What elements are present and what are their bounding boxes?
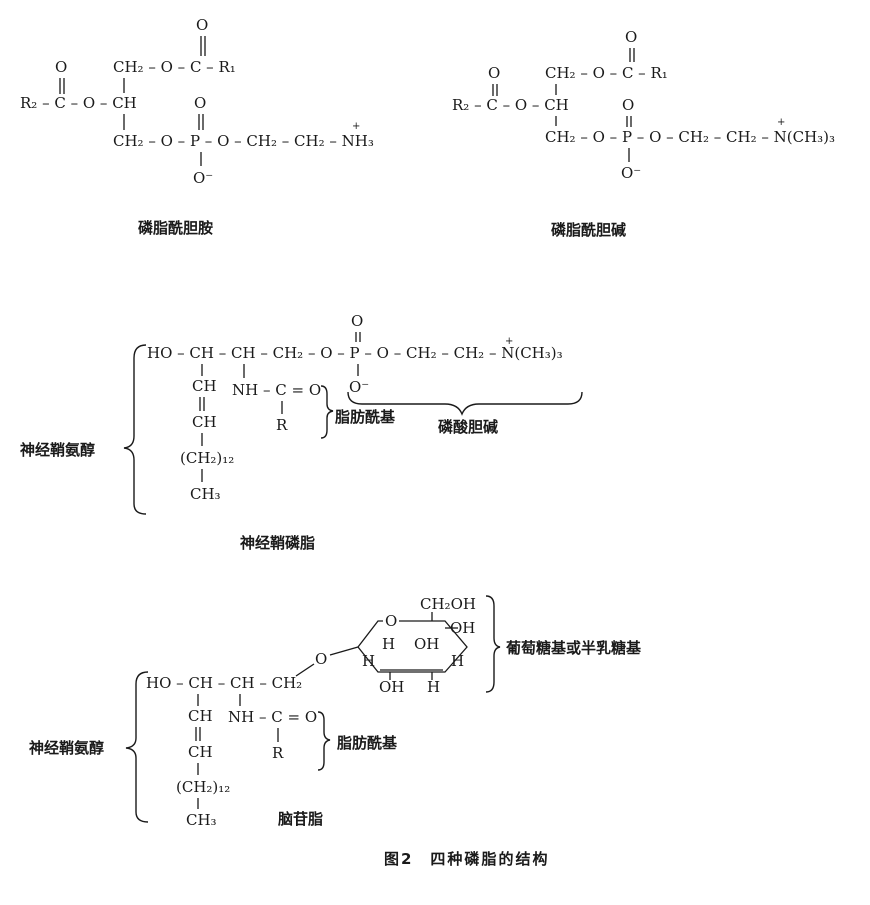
- ce-ch-2: CH: [188, 743, 213, 761]
- sm-phosphocholine-label: 磷酸胆碱: [438, 418, 498, 436]
- sm-ch-1: CH: [192, 377, 217, 395]
- pc-o-minus: O⁻: [621, 164, 641, 182]
- ce-sphingosine-label: 神经鞘氨醇: [29, 739, 104, 757]
- ce-ring-o: O: [385, 612, 397, 630]
- pe-ch2-o-row: CH₂ – O – C – R₁: [113, 58, 236, 76]
- figure-caption: 图2 四种磷脂的结构: [384, 850, 549, 868]
- ce-ch2-chain: (CH₂)₁₂: [176, 778, 230, 796]
- sm-phosphocholine-brace: [347, 391, 583, 416]
- pc-phosphate-row: CH₂ – O – P – O – CH₂ – CH₂ – N(CH₃)₃: [545, 128, 835, 146]
- ce-ring-o-gap: [383, 614, 399, 628]
- sm-r-group: R: [276, 416, 288, 434]
- pc-phosphate-o: O: [622, 96, 634, 114]
- ce-fatty-brace: [317, 711, 331, 771]
- pe-r2-row: R₂ – C – O – CH: [20, 94, 137, 112]
- ce-h-4: H: [427, 678, 440, 696]
- ce-fatty-acyl-label: 脂肪酰基: [337, 734, 398, 752]
- sm-sphingosine-label: 神经鞘氨醇: [20, 441, 95, 459]
- sm-ch2-chain: (CH₂)₁₂: [180, 449, 234, 467]
- pe-plus-charge: +: [352, 121, 360, 132]
- ce-h-3: H: [451, 652, 464, 670]
- ce-sugar-brace: [485, 595, 501, 693]
- pc-carbonyl-o-left: O: [488, 64, 500, 82]
- sm-o-top: O: [351, 312, 363, 330]
- pe-o-minus: O⁻: [193, 169, 213, 187]
- ce-h-1: H: [382, 635, 395, 653]
- ce-structure: O CH₂OH OH H OH H H OH H O HO – CH – CH …: [29, 595, 642, 829]
- sm-plus-charge: +: [505, 336, 513, 347]
- ce-glyco-bond-1: [329, 646, 359, 656]
- sm-name: 神经鞘磷脂: [240, 534, 315, 552]
- ce-name: 脑苷脂: [278, 810, 323, 828]
- pe-carbonyl-o-left: O: [55, 58, 67, 76]
- pc-name: 磷脂酰胆碱: [551, 221, 626, 239]
- pc-r2-row: R₂ – C – O – CH: [452, 96, 569, 114]
- pc-structure: O CH₂ – O – C – R₁ O R₂ – C – O – CH O C…: [452, 28, 835, 239]
- pe-structure: O CH₂ – O – C – R₁ O R₂ – C – O – CH O C…: [20, 16, 374, 237]
- ce-ch2oh: CH₂OH: [420, 595, 476, 613]
- ce-backbone-row: HO – CH – CH – CH₂: [146, 674, 302, 692]
- ce-ch-1: CH: [188, 707, 213, 725]
- ce-link-o: O: [315, 650, 327, 668]
- pc-ch2-o-row: CH₂ – O – C – R₁: [545, 64, 668, 82]
- ce-oh-2: OH: [414, 635, 439, 653]
- sm-ch3: CH₃: [190, 485, 221, 503]
- pe-name: 磷脂酰胆胺: [138, 219, 213, 237]
- sm-o-minus: O⁻: [349, 378, 369, 396]
- ce-glyco-bond-2: [295, 663, 315, 677]
- sm-fatty-brace: [320, 385, 334, 439]
- sm-sphingosine-brace: [123, 344, 147, 515]
- pc-plus-charge: +: [777, 117, 785, 128]
- ce-amide-row: NH – C = O: [228, 708, 317, 726]
- sm-ch-2: CH: [192, 413, 217, 431]
- ce-oh-1: OH: [450, 619, 475, 637]
- ce-sphingosine-brace: [125, 671, 149, 823]
- ce-h-2: H: [362, 652, 375, 670]
- pe-phosphate-o: O: [194, 94, 206, 112]
- ce-ch3: CH₃: [186, 811, 217, 829]
- pe-carbonyl-o-top: O: [196, 16, 208, 34]
- ce-sugar-ring: [357, 620, 468, 673]
- ce-r-group: R: [272, 744, 284, 762]
- pc-carbonyl-o-top: O: [625, 28, 637, 46]
- ce-oh-3: OH: [379, 678, 404, 696]
- pe-phosphate-row: CH₂ – O – P – O – CH₂ – CH₂ – NH₃: [113, 132, 374, 150]
- sm-backbone-row: HO – CH – CH – CH₂ – O – P – O – CH₂ – C…: [147, 344, 563, 362]
- sm-fatty-acyl-label: 脂肪酰基: [335, 408, 396, 426]
- ce-sugar-label: 葡萄糖基或半乳糖基: [505, 639, 642, 657]
- sm-amide-row: NH – C = O: [232, 381, 321, 399]
- sm-structure: O + HO – CH – CH – CH₂ – O – P – O – CH₂…: [20, 312, 583, 552]
